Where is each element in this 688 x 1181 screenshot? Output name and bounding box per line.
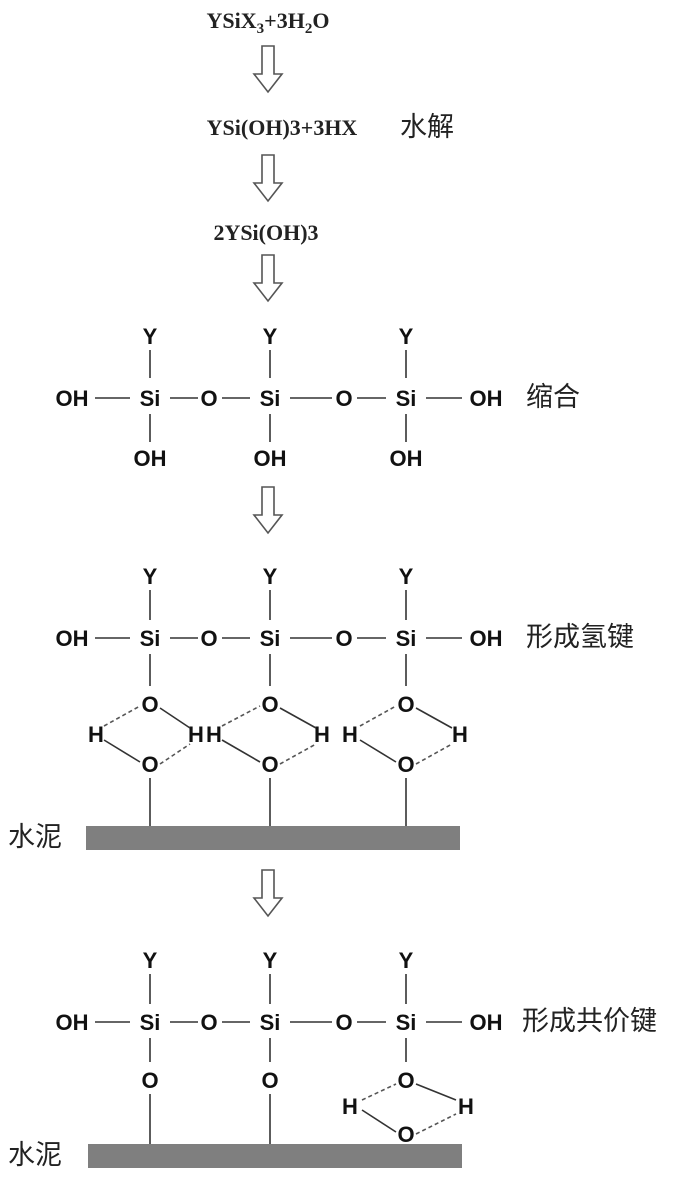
cement-substrate [88, 1144, 462, 1168]
atom-o: O [261, 1068, 278, 1093]
atom-o: O [397, 752, 414, 777]
hydrogen-bond-structure: Y Y Y OH Si O Si O Si OH O O O H H H H H… [56, 564, 503, 826]
atom-o: O [335, 386, 352, 411]
atom-si: Si [396, 386, 417, 411]
atom-oh: OH [470, 1010, 503, 1035]
atom-si: Si [396, 1010, 417, 1035]
atom-o: O [141, 692, 158, 717]
atom-si: Si [260, 1010, 281, 1035]
covalent-bond-structure: Y Y Y OH Si O Si O Si OH O O O H H O [56, 948, 503, 1148]
atom-h: H [342, 722, 358, 747]
atom-y: Y [263, 948, 278, 973]
atom-o: O [200, 1010, 217, 1035]
atom-oh: OH [470, 386, 503, 411]
atom-o: O [335, 1010, 352, 1035]
atom-si: Si [140, 626, 161, 651]
down-arrow-icon [252, 869, 284, 918]
label-cement: 水泥 [8, 1140, 62, 1171]
atom-o: O [335, 626, 352, 651]
atom-o: O [200, 626, 217, 651]
down-arrow-icon [252, 486, 284, 535]
atom-oh: OH [56, 386, 89, 411]
atom-y: Y [263, 324, 278, 349]
atom-o: O [397, 692, 414, 717]
atom-o: O [261, 692, 278, 717]
atom-si: Si [396, 626, 417, 651]
atom-o: O [200, 386, 217, 411]
atom-h: H [342, 1094, 358, 1119]
atom-oh: OH [56, 626, 89, 651]
atom-h: H [88, 722, 104, 747]
atom-o: O [141, 1068, 158, 1093]
atom-y: Y [263, 564, 278, 589]
atom-y: Y [399, 948, 414, 973]
down-arrow-icon [252, 45, 284, 94]
atom-o: O [141, 752, 158, 777]
down-arrow-icon [252, 154, 284, 203]
equation-hydrolysis: YSi(OH)3+3HX [207, 115, 358, 140]
atom-oh: OH [390, 446, 423, 471]
atom-o: O [261, 752, 278, 777]
atom-o: O [397, 1122, 414, 1147]
cement-substrate [86, 826, 460, 850]
atom-si: Si [260, 386, 281, 411]
equation-silane-water: YSiX3+3H2O [207, 8, 330, 37]
atom-si: Si [140, 386, 161, 411]
atom-si: Si [140, 1010, 161, 1035]
atom-h: H [206, 722, 222, 747]
label-covalent-bond: 形成共价键 [522, 1006, 657, 1037]
atom-h: H [314, 722, 330, 747]
atom-h: H [188, 722, 204, 747]
atom-h: H [458, 1094, 474, 1119]
atom-y: Y [399, 564, 414, 589]
atom-oh: OH [56, 1010, 89, 1035]
atom-oh: OH [134, 446, 167, 471]
atom-si: Si [260, 626, 281, 651]
atom-y: Y [143, 948, 158, 973]
equation-silanol: 2YSi(OH)3 [213, 220, 318, 245]
label-hydrolysis: 水解 [400, 112, 454, 143]
atom-o: O [397, 1068, 414, 1093]
label-hydrogen-bond: 形成氢键 [526, 622, 634, 653]
down-arrow-icon [252, 254, 284, 303]
label-condensation: 缩合 [526, 382, 580, 413]
atom-y: Y [399, 324, 414, 349]
atom-y: Y [143, 324, 158, 349]
atom-oh: OH [470, 626, 503, 651]
label-cement: 水泥 [8, 822, 62, 853]
atom-h: H [452, 722, 468, 747]
atom-y: Y [143, 564, 158, 589]
atom-oh: OH [254, 446, 287, 471]
condensation-structure: Y Y Y OH Si O Si O Si OH OH OH OH [56, 324, 503, 471]
